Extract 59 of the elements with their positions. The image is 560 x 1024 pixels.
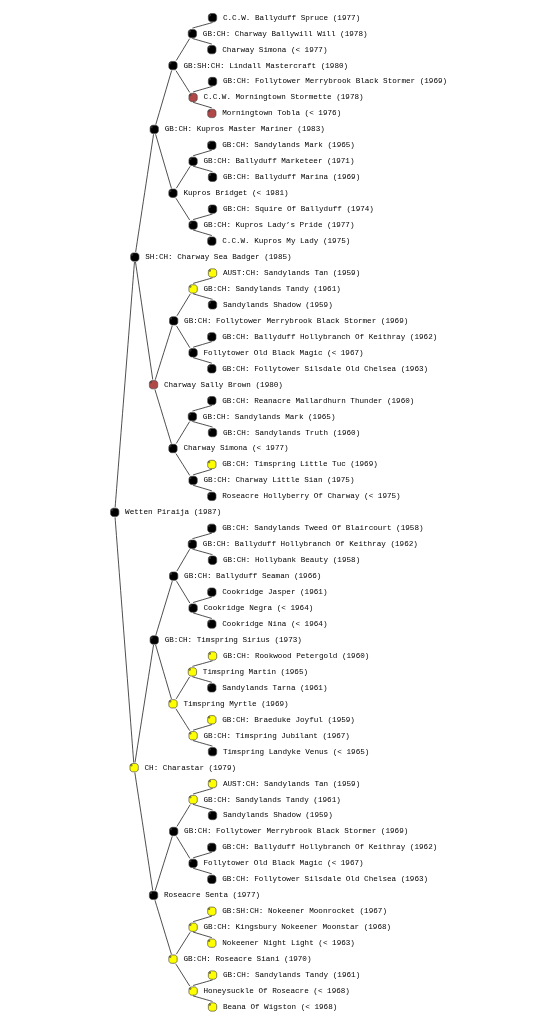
connector <box>175 676 190 700</box>
connector <box>176 931 191 955</box>
connector <box>192 851 213 859</box>
connector <box>192 548 213 555</box>
connector <box>114 517 135 763</box>
connector <box>175 421 190 444</box>
connector <box>192 421 213 428</box>
connector <box>192 22 213 29</box>
connector <box>192 931 213 938</box>
connector <box>176 580 191 604</box>
connector <box>192 532 213 540</box>
connector <box>176 836 191 859</box>
connector <box>192 86 213 93</box>
connector <box>192 676 213 683</box>
connector <box>175 453 191 476</box>
connector <box>192 165 213 173</box>
connector <box>155 644 172 700</box>
connector <box>175 38 190 61</box>
connector <box>192 213 213 220</box>
connector <box>192 867 213 875</box>
connector <box>154 899 172 955</box>
connector <box>192 102 213 109</box>
connector <box>175 963 191 987</box>
connector <box>154 836 173 891</box>
connector <box>192 788 213 795</box>
connector <box>192 724 213 731</box>
connector <box>192 38 213 45</box>
connector <box>176 804 191 827</box>
connector <box>154 325 173 381</box>
connector <box>155 580 173 636</box>
connector <box>135 133 154 253</box>
connector <box>192 915 213 922</box>
connector <box>192 341 213 348</box>
connector <box>114 261 135 508</box>
connector <box>135 261 154 380</box>
connector <box>192 596 213 603</box>
connector <box>192 405 213 412</box>
connector <box>176 325 191 349</box>
connector <box>192 149 213 157</box>
connector <box>175 70 191 93</box>
connector <box>175 708 191 732</box>
connector <box>134 644 154 763</box>
connector <box>155 134 172 189</box>
connector <box>192 740 213 747</box>
connector <box>192 229 213 236</box>
connector <box>176 166 191 189</box>
connector <box>155 70 172 125</box>
connector <box>175 197 191 221</box>
connector <box>192 612 213 619</box>
connector <box>176 548 190 572</box>
connector <box>192 484 213 492</box>
connector <box>192 357 213 364</box>
connector <box>134 772 154 891</box>
connector <box>192 979 213 986</box>
connector <box>176 293 191 317</box>
connector <box>192 804 213 811</box>
connector <box>154 389 172 444</box>
connector <box>192 293 213 300</box>
connector <box>192 469 213 476</box>
